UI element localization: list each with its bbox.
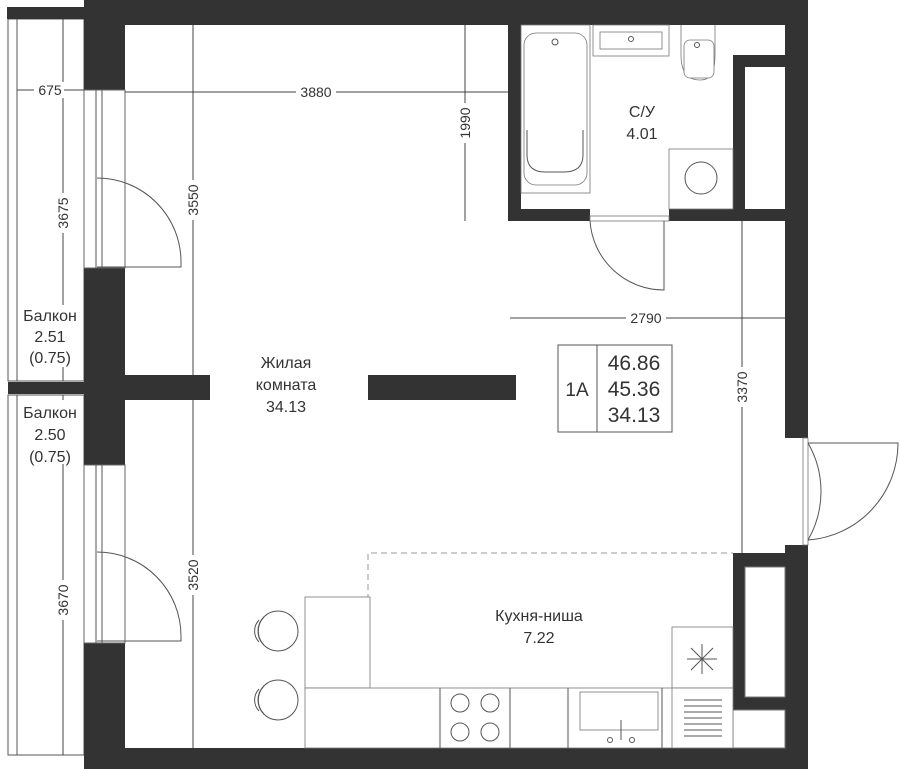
label-text: (0.75) xyxy=(29,449,71,466)
label-text: (0.75) xyxy=(29,350,71,367)
kitchen-sink xyxy=(567,688,663,748)
dim-2790: 2790 xyxy=(630,310,661,326)
dim-3670: 3670 xyxy=(55,584,71,615)
label-text: 4.01 xyxy=(626,126,657,143)
walls xyxy=(84,0,808,769)
chair-1 xyxy=(254,610,299,652)
dim-3880: 3880 xyxy=(300,84,331,100)
counter xyxy=(304,687,734,749)
partition xyxy=(368,375,516,400)
label-text: 2.50 xyxy=(34,427,65,444)
dimension-labels: 675 3880 2790 1990 3675 3550 3670 3520 3… xyxy=(34,82,751,620)
dim-3675: 3675 xyxy=(55,197,71,228)
hood xyxy=(671,626,734,689)
dishwasher xyxy=(671,687,734,749)
fridge xyxy=(304,596,371,689)
label-text: Жилая xyxy=(261,355,312,372)
dim-675: 675 xyxy=(38,82,62,98)
balcony-1-label: Балкон 2.51 (0.75) xyxy=(18,305,82,367)
apartment-type: 1А xyxy=(565,380,589,401)
bathroom-label: С/У 4.01 xyxy=(626,104,657,143)
chair-2 xyxy=(254,679,299,721)
label-text: Балкон xyxy=(23,405,77,422)
balcony-door-2[interactable] xyxy=(96,551,182,642)
kitchen-zone xyxy=(254,552,734,749)
label-text: 2.51 xyxy=(34,329,65,346)
label-text: 7.22 xyxy=(523,630,554,647)
area-summary-box: 1А 46.86 45.36 34.13 xyxy=(557,344,673,433)
washing-machine xyxy=(668,148,734,210)
label-text: комната xyxy=(256,377,317,394)
stove xyxy=(450,693,500,742)
label-text: 34.13 xyxy=(266,399,306,416)
living-area: 34.13 xyxy=(608,404,661,427)
label-text: С/У xyxy=(629,104,656,121)
bathroom-sink xyxy=(592,24,670,57)
dim-3520: 3520 xyxy=(185,559,201,590)
bathroom-door[interactable] xyxy=(589,215,670,291)
toilet xyxy=(680,25,716,81)
kitchen-label: Кухня-ниша 7.22 xyxy=(495,608,583,647)
balcony-2-label: Балкон 2.50 (0.75) xyxy=(18,400,82,466)
dim-1990: 1990 xyxy=(457,107,473,138)
dim-3550: 3550 xyxy=(185,184,201,215)
entrance-door[interactable] xyxy=(802,437,899,546)
living-room-label: Жилая комната 34.13 xyxy=(256,355,317,416)
area-without-balcony: 45.36 xyxy=(608,378,661,401)
bathtub xyxy=(520,24,591,194)
total-area: 46.86 xyxy=(608,352,661,375)
label-text: Кухня-ниша xyxy=(495,608,583,625)
window-top xyxy=(83,89,126,269)
dim-3370: 3370 xyxy=(734,371,750,402)
balcony-door-1[interactable] xyxy=(96,177,182,268)
window-bottom xyxy=(83,464,126,644)
label-text: Балкон xyxy=(23,308,77,325)
